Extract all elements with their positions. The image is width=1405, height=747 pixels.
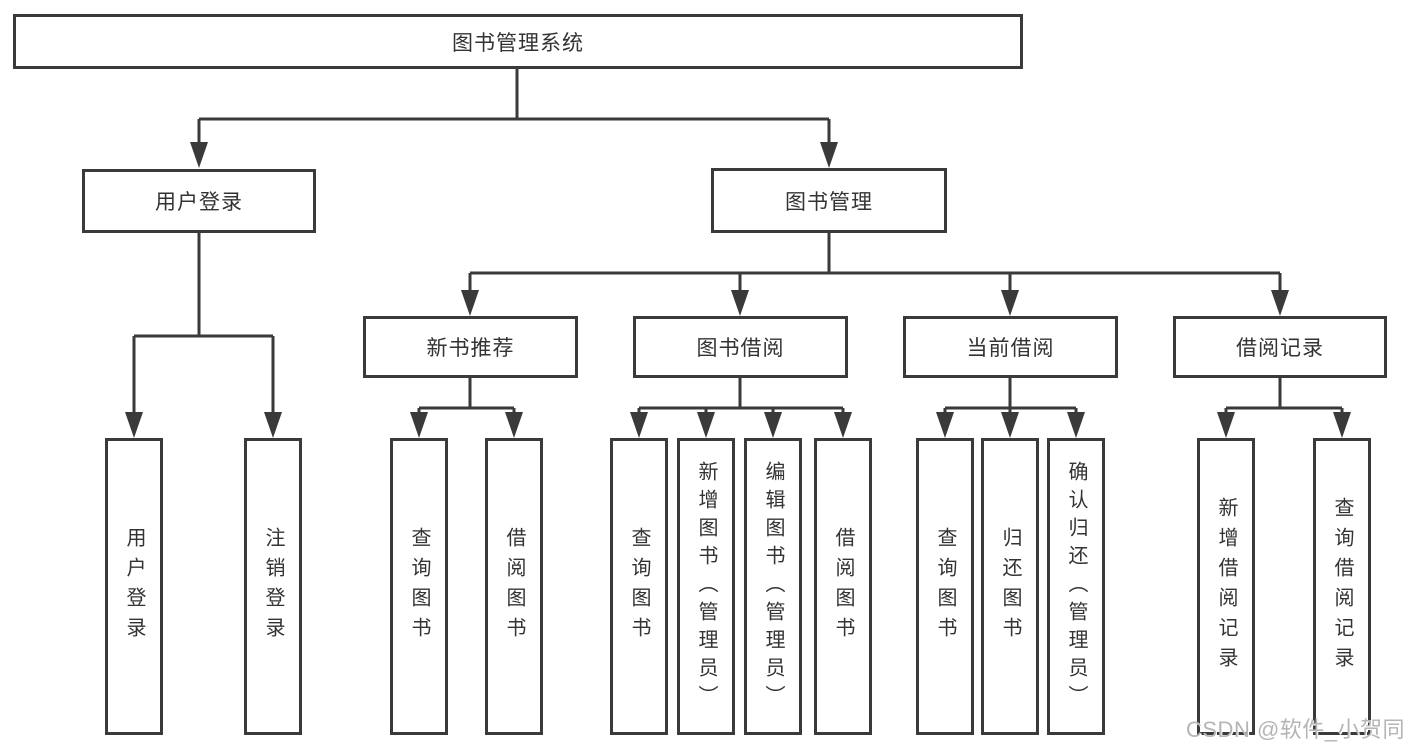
node-book-borrowing: 图书借阅 <box>633 316 848 378</box>
leaf-query-books-borrowing: 查询图书 <box>610 438 668 735</box>
leaf-edit-book-admin: 编辑图书（管理员） <box>744 438 802 735</box>
leaf-borrow-books-borrowing: 借阅图书 <box>814 438 872 735</box>
node-user-login: 用户登录 <box>82 169 316 233</box>
leaf-add-borrowing-record: 新增借阅记录 <box>1197 438 1255 735</box>
csdn-watermark: CSDN @软件_小贺同学 <box>1186 717 1405 742</box>
leaf-query-books-recommend: 查询图书 <box>390 438 448 735</box>
node-book-management: 图书管理 <box>711 168 947 233</box>
node-root: 图书管理系统 <box>13 14 1023 69</box>
leaf-query-books-current: 查询图书 <box>916 438 974 735</box>
leaf-return-book: 归还图书 <box>981 438 1039 735</box>
leaf-add-book-admin: 新增图书（管理员） <box>677 438 735 735</box>
leaf-logout-login: 注销登录 <box>244 438 302 735</box>
leaf-query-borrowing-record: 查询借阅记录 <box>1313 438 1371 735</box>
node-borrowing-records: 借阅记录 <box>1173 316 1387 378</box>
leaf-confirm-return-admin: 确认归还（管理员） <box>1047 438 1105 735</box>
leaf-borrow-books-recommend: 借阅图书 <box>485 438 543 735</box>
leaf-user-login: 用户登录 <box>105 438 163 735</box>
node-new-book-recommendation: 新书推荐 <box>363 316 578 378</box>
node-current-borrowing: 当前借阅 <box>903 316 1118 378</box>
